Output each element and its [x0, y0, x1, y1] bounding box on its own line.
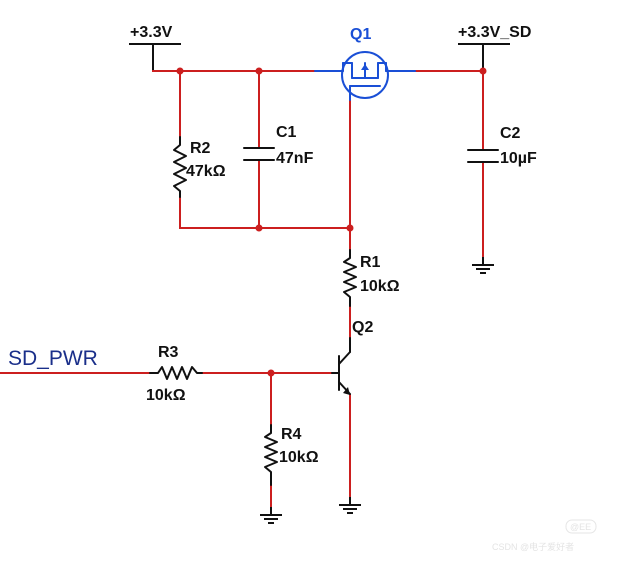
- c1-value-label: 47nF: [276, 150, 314, 167]
- resistor-r2: R2 47kΩ: [173, 136, 226, 198]
- capacitor-c2: C2 10µF: [467, 125, 537, 167]
- watermark-text: CSDN @电子爱好者: [492, 541, 574, 552]
- wires: [0, 70, 484, 508]
- r3-ref-label: R3: [158, 344, 179, 361]
- r2-ref-label: R2: [190, 140, 211, 157]
- transistor-q2: Q2: [331, 319, 373, 395]
- c1-ref-label: C1: [276, 124, 297, 141]
- mosfet-q1: Q1: [314, 26, 416, 101]
- c2-value-label: 10µF: [500, 150, 537, 167]
- r4-value-label: 10kΩ: [279, 449, 319, 466]
- power-flag-3v3-sd: +3.3V_SD: [458, 24, 531, 71]
- power-flag-3v3: +3.3V: [129, 24, 181, 71]
- watermark-badge: @EE: [570, 522, 591, 532]
- net-label-sd-pwr: SD_PWR: [8, 347, 98, 370]
- rail-label-3v3-sd: +3.3V_SD: [458, 24, 531, 41]
- c2-ref-label: C2: [500, 125, 521, 142]
- r4-ref-label: R4: [281, 426, 302, 443]
- ground-symbol-r4: [260, 507, 282, 524]
- watermark: @EE CSDN @电子爱好者: [492, 519, 597, 552]
- resistor-r1: R1 10kΩ: [343, 249, 400, 307]
- ground-symbol-c2: [472, 257, 494, 274]
- capacitor-c1: C1 47nF: [243, 124, 314, 167]
- resistor-r3: R3 10kΩ: [146, 344, 203, 404]
- r3-value-label: 10kΩ: [146, 387, 186, 404]
- q1-ref-label: Q1: [350, 26, 371, 43]
- r1-value-label: 10kΩ: [360, 278, 400, 295]
- r2-value-label: 47kΩ: [186, 163, 226, 180]
- junctions: [176, 67, 487, 377]
- resistor-r4: R4 10kΩ: [264, 424, 319, 486]
- q2-ref-label: Q2: [352, 319, 373, 336]
- r1-ref-label: R1: [360, 254, 381, 271]
- rail-label-3v3: +3.3V: [130, 24, 173, 41]
- ground-symbol-q2: [339, 497, 361, 514]
